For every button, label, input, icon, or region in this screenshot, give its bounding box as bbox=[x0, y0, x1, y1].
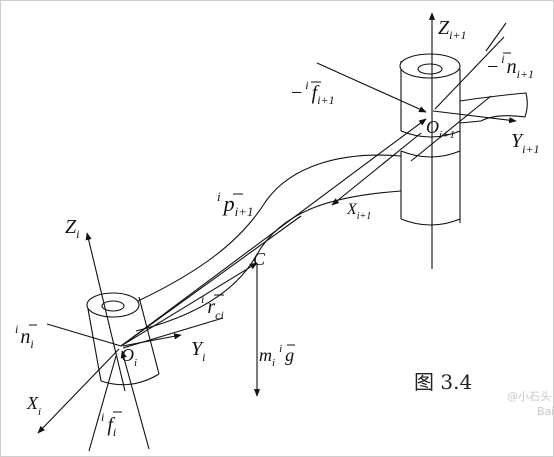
z-axis-i bbox=[85, 232, 126, 392]
label-o-i: Oi bbox=[121, 345, 137, 369]
watermark-line2: Bai bbox=[537, 405, 553, 418]
link-body-lower bbox=[135, 190, 402, 332]
force-f-i1 bbox=[316, 62, 427, 113]
link-body-upper bbox=[137, 154, 402, 302]
y-axis-i1 bbox=[432, 110, 517, 124]
label-c: C bbox=[253, 249, 266, 269]
joint-i-cylinder bbox=[87, 308, 102, 382]
x-axis-i1 bbox=[331, 132, 422, 206]
watermark-line1: @小石头 bbox=[507, 390, 551, 403]
moment-n-i1 bbox=[434, 36, 505, 110]
label-y-i: Yi bbox=[191, 338, 205, 364]
vector-r-ci bbox=[120, 262, 258, 347]
figure-caption: 图 3.4 bbox=[414, 370, 472, 394]
force-f-i bbox=[120, 350, 150, 450]
label-x-i1: Xi+1 bbox=[346, 201, 371, 222]
label-z-i1: Zi+1 bbox=[438, 17, 467, 42]
x-axis-i bbox=[37, 348, 120, 434]
moment-n-i bbox=[46, 323, 122, 347]
label-y-i1: Yi+1 bbox=[511, 130, 540, 156]
label-z-i: Zi bbox=[65, 216, 79, 241]
y-axis-i bbox=[122, 333, 182, 347]
vector-p-i1 bbox=[120, 118, 427, 347]
joint-i1-flange bbox=[459, 92, 528, 124]
label-o-i1: Oi+1 bbox=[426, 117, 455, 141]
label-x-i: Xi bbox=[26, 393, 41, 418]
